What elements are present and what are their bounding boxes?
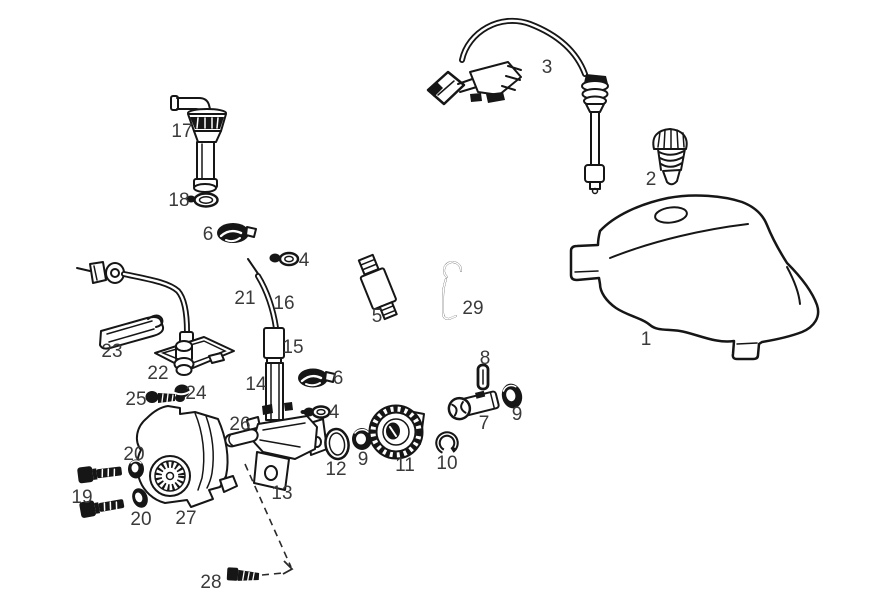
callout-12: 12 [325,459,346,480]
callout-27: 27 [175,508,196,529]
part-connector-5 [357,253,398,321]
part-screw-25 [145,391,175,403]
part-washer-9-right [501,383,523,409]
callout-13: 13 [271,483,292,504]
callout-22: 22 [147,363,168,384]
callout-15: 15 [282,337,303,358]
part-oil-sensor-cable [426,17,609,195]
part-circlip-10 [435,431,459,455]
part-drive-gear [368,404,425,460]
callout-14: 14 [245,374,267,395]
callout-16: 16 [273,293,294,314]
part-grommet-24 [174,384,190,402]
callout-8: 8 [480,348,491,369]
callout-25: 25 [125,389,146,410]
callout-11: 11 [395,455,415,476]
part-spring-clip-23 [99,314,165,350]
callout-9-right: 9 [512,404,523,425]
part-small-ring-lower [300,405,331,419]
callout-3: 3 [542,57,553,78]
callout-6-upper: 6 [203,224,214,245]
callout-21: 21 [234,288,255,309]
part-washer-9-left [352,428,372,450]
part-washer-20-upper [128,459,144,479]
part-retaining-clip-29 [442,261,463,320]
part-filler-cap [652,128,688,186]
callout-20-lower: 20 [130,509,151,530]
part-pin-8 [476,363,490,391]
callout-29: 29 [462,298,483,319]
callout-2: 2 [646,169,657,190]
part-bolt-19-lower [79,499,125,518]
part-oil-tank [569,194,820,361]
callout-10: 10 [436,453,457,474]
callout-1: 1 [641,329,652,350]
callout-17: 17 [171,121,192,142]
part-bolt-28 [226,567,260,582]
callout-7: 7 [479,413,490,434]
part-mounting-plate-22 [154,336,235,376]
part-hose-clamp-lower [298,368,336,388]
callout-24: 24 [185,383,207,404]
part-washer-20-lower [132,488,148,508]
callout-18: 18 [168,190,189,211]
part-small-ring-upper [269,251,300,267]
part-breather-tube [170,95,227,193]
part-seal-ring-18 [186,192,219,208]
part-o-ring-12 [324,427,350,461]
leader-dashed-lines [244,463,294,576]
part-pump-cover-27 [135,405,238,508]
part-union-bolt-7 [447,390,500,421]
callout-4-upper: 4 [299,250,310,271]
callout-9-left: 9 [358,449,369,470]
callout-5: 5 [372,306,383,327]
callout-4-lower: 4 [329,402,340,423]
part-hose-clamp-upper [217,223,257,243]
part-bolt-19-upper [77,466,122,484]
callout-28: 28 [200,572,221,593]
callout-26: 26 [229,414,250,435]
callout-23: 23 [101,341,122,362]
callout-19: 19 [71,487,92,508]
callout-20-upper: 20 [123,444,144,465]
callout-6-lower: 6 [333,368,344,389]
